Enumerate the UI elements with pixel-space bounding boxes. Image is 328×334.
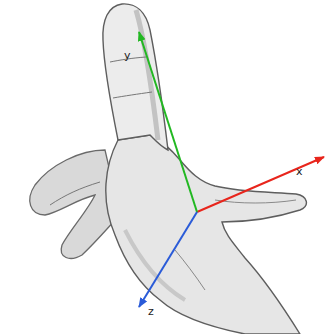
axis-label: y (124, 50, 131, 61)
axis-label: x (296, 166, 303, 177)
axis-label: z (148, 306, 154, 317)
